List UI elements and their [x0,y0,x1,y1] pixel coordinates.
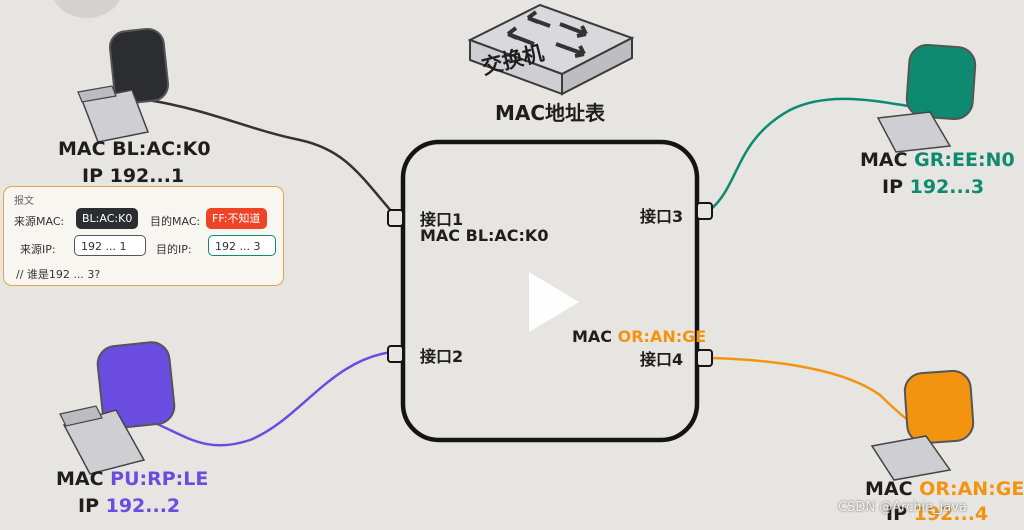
packet-card: 报文 来源MAC: BL:AC:K0 目的MAC: FF:不知道 来源IP: 1… [3,186,284,286]
port-4-connector [696,349,713,367]
computer-purple-icon [59,341,176,475]
cable-orange [711,356,933,440]
host-black-mac-prefix: MAC [58,138,113,160]
host-orange-mac-value: OR:AN:GE [919,478,1024,500]
host-purple-mac: MAC PU:RP:LE [56,468,208,490]
port-3-connector [696,202,713,220]
host-black-ip: IP 192...1 [82,165,184,187]
computer-green-icon [876,43,977,153]
host-green-ip-prefix: IP [882,176,910,198]
port-2-label: 接口2 [420,347,464,366]
host-black-ip-prefix: IP [82,165,110,187]
computer-orange-icon [870,369,975,481]
switch-icon [467,3,635,96]
packet-comment: // 谁是192 ... 3? [16,268,101,281]
host-orange-ip-value: 192...4 [913,503,989,525]
host-orange-ip: IP 192...4 [886,503,988,525]
host-purple-ip-prefix: IP [78,495,106,517]
host-green-mac-prefix: MAC [860,149,915,171]
port-3-label: 接口3 [640,207,684,226]
port-2-connector [387,345,404,363]
corner-blob [52,0,122,18]
packet-src-mac: BL:AC:K0 [76,208,139,229]
packet-dst-ip: 192 ... 3 [208,235,276,256]
packet-dst-mac: FF:不知道 [206,208,267,229]
host-orange-mac-prefix: MAC [865,478,920,500]
port-1-label: 接口1 [420,210,464,229]
host-purple-mac-value: PU:RP:LE [110,468,209,490]
packet-src-ip: 192 ... 1 [74,235,146,256]
mac-table-title: MAC地址表 [495,101,606,125]
host-green-ip-value: 192...3 [909,176,985,198]
cable-black [147,98,393,213]
host-purple-ip-value: 192...2 [105,495,181,517]
cable-green [709,97,916,211]
packet-src-mac-label: 来源MAC: [14,215,65,228]
network-diagram [59,3,977,481]
port-4-label: 接口4 [640,350,684,369]
play-icon[interactable] [501,262,581,342]
packet-dst-mac-label: 目的MAC: [150,215,201,228]
port-4-mac-value: OR:AN:GE [617,327,707,346]
port-4-mac-prefix: MAC [572,327,618,346]
port-1-connector [387,209,404,227]
host-green-mac-value: GR:EE:N0 [914,149,1015,171]
cable-purple [147,350,393,447]
port-4-mac: MAC OR:AN:GE [572,327,706,346]
packet-dst-ip-label: 目的IP: [156,243,192,256]
packet-src-ip-label: 来源IP: [20,243,56,256]
port-1-mac: MAC BL:AC:K0 [420,226,549,245]
host-orange-mac: MAC OR:AN:GE [865,478,1024,500]
switch-box [400,139,700,443]
computer-black-icon [77,27,170,143]
packet-title: 报文 [14,196,34,207]
host-black-mac: MAC BL:AC:K0 [58,138,211,160]
host-green-ip: IP 192...3 [882,176,984,198]
host-purple-ip: IP 192...2 [78,495,180,517]
host-black-mac-value: BL:AC:K0 [112,138,211,160]
host-orange-ip-prefix: IP [886,503,914,525]
watermark: CSDN @Archie_java [838,500,967,515]
host-purple-mac-prefix: MAC [56,468,111,490]
host-green-mac: MAC GR:EE:N0 [860,149,1015,171]
host-black-ip-value: 192...1 [109,165,185,187]
